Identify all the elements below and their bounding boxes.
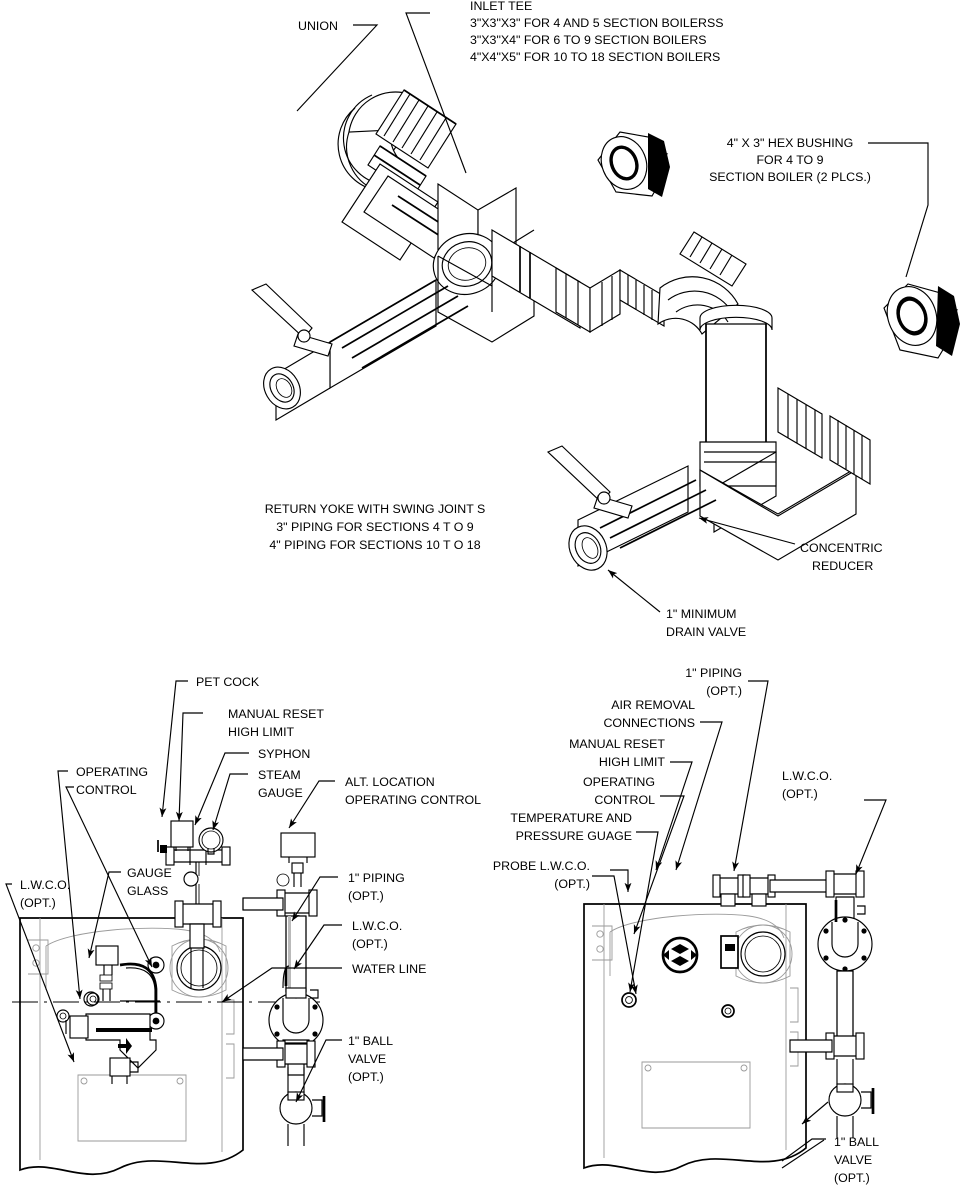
label-left-operating-control-line2: CONTROL [76, 783, 137, 797]
label-inlet-tee-line3: 4"X4"X5" FOR 10 TO 18 SECTION BOILERS [470, 50, 720, 64]
label-pet-cock: PET COCK [196, 675, 260, 689]
ball-valve-upper [250, 283, 333, 422]
top-leaders [296, 12, 929, 613]
return-yoke-assembly-art [250, 12, 960, 613]
label-right-lwco-line1: L.W.C.O. [782, 769, 832, 783]
label-syphon: SYPHON [258, 747, 310, 761]
label-left-lwco-line1: L.W.C.O. [20, 878, 70, 892]
hex-bushing-upper [597, 131, 670, 197]
label-inlet-tee-line2: 3"X3"X4" FOR 6 TO 9 SECTION BOILERS [470, 33, 707, 47]
label-gauge-glass-line1: GAUGE [127, 866, 172, 880]
label-right-ball-valve-line3: (OPT.) [834, 1171, 870, 1185]
label-right-1in-piping-line1: 1" PIPING [685, 666, 742, 680]
label-left-ball-valve-line2: VALVE [348, 1052, 386, 1066]
label-left-ball-valve-line1: 1" BALL [348, 1034, 393, 1048]
label-concentric-reducer-line2: REDUCER [812, 559, 873, 573]
label-right-operating-control-line2: CONTROL [594, 793, 655, 807]
left-top-trim [157, 820, 231, 988]
label-hex-bushing-line1: 4" X 3" HEX BUSHING [727, 136, 854, 150]
label-right-high-limit-line1: MANUAL RESET [569, 737, 665, 751]
label-left-lwco-right-line1: L.W.C.O. [352, 919, 402, 933]
label-right-lwco-line2: (OPT.) [782, 787, 818, 801]
label-yoke-note-line1: RETURN YOKE WITH SWING JOINT S [265, 502, 486, 516]
label-concentric-reducer-line1: CONCENTRIC [800, 541, 883, 555]
union-nut-right [555, 266, 665, 334]
right-vertical-pipe [699, 304, 773, 451]
left-lwco-assembly [56, 945, 165, 1084]
label-drain-valve-line1: 1" MINIMUM [666, 607, 736, 621]
label-right-1in-piping-line2: (OPT.) [706, 684, 742, 698]
upper-right-elbow [657, 231, 747, 335]
label-union: UNION [298, 19, 338, 33]
label-right-operating-control-line1: OPERATING [583, 775, 655, 789]
hex-bushing-lower [883, 283, 960, 359]
label-left-1in-piping-line1: 1" PIPING [348, 871, 405, 885]
left-boiler-detail-art [5, 680, 342, 1176]
label-inlet-tee-title: INLET TEE [470, 0, 532, 13]
label-steam-gauge-line2: GAUGE [258, 786, 303, 800]
label-alt-operating-control-line1: ALT. LOCATION [345, 775, 435, 789]
label-left-lwco-right-line2: (OPT.) [352, 937, 388, 951]
label-right-ball-valve-line1: 1" BALL [834, 1135, 879, 1149]
label-yoke-note-line3: 4" PIPING FOR SECTIONS 10 T O 18 [269, 538, 480, 552]
label-left-high-limit-line2: HIGH LIMIT [228, 725, 295, 739]
label-air-removal-line2: CONNECTIONS [603, 716, 695, 730]
label-inlet-tee-line1: 3"X3"X3" FOR 4 AND 5 SECTION BOILERSS [470, 16, 724, 30]
label-drain-valve-line2: DRAIN VALVE [666, 625, 746, 639]
label-air-removal-line1: AIR REMOVAL [611, 698, 695, 712]
right-boiler-cabinet [583, 903, 807, 1174]
lower-left-run [250, 278, 469, 422]
ball-valve-drain [546, 386, 823, 571]
lower-right-tee [699, 414, 871, 561]
label-hex-bushing-line2: FOR 4 TO 9 [756, 153, 823, 167]
label-left-1in-piping-line2: (OPT.) [348, 889, 384, 903]
label-left-high-limit-line1: MANUAL RESET [228, 707, 324, 721]
label-probe-lwco-line1: PROBE L.W.C.O. [493, 859, 590, 873]
right-riser-column [712, 870, 875, 1138]
label-probe-lwco-line2: (OPT.) [554, 877, 590, 891]
label-right-ball-valve-line2: VALVE [834, 1153, 872, 1167]
label-temp-pressure-gauge-line2: PRESSURE GUAGE [516, 829, 632, 843]
label-yoke-note-line2: 3" PIPING FOR SECTIONS 4 T O 9 [276, 520, 474, 534]
upper-left-elbow [337, 89, 457, 196]
label-temp-pressure-gauge-line1: TEMPERATURE AND [510, 811, 632, 825]
left-riser-column [242, 832, 326, 1146]
right-boiler-detail-art [583, 680, 887, 1174]
label-gauge-glass-line2: GLASS [127, 884, 168, 898]
left-leaders [5, 680, 342, 1103]
label-left-operating-control-line1: OPERATING [76, 765, 148, 779]
label-hex-bushing-line3: SECTION BOILER (2 PLCS.) [709, 170, 871, 184]
right-leaders [592, 680, 887, 1169]
label-right-high-limit-line2: HIGH LIMIT [599, 755, 666, 769]
label-water-line: WATER LINE [352, 962, 426, 976]
label-left-ball-valve-line3: (OPT.) [348, 1070, 384, 1084]
label-left-lwco-line2: (OPT.) [20, 896, 56, 910]
label-alt-operating-control-line2: OPERATING CONTROL [345, 793, 481, 807]
label-steam-gauge-line1: STEAM [258, 768, 301, 782]
